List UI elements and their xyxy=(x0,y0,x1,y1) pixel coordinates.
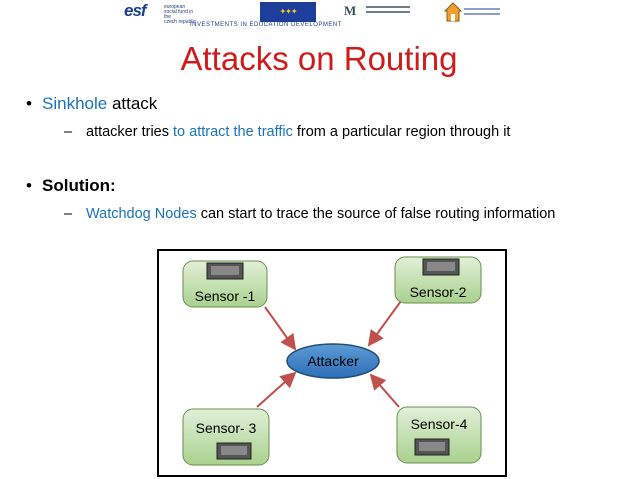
eu-stars-icon: ✦✦✦ xyxy=(276,3,300,21)
eu-flag-logo: ✦✦✦ xyxy=(260,2,316,22)
sub-bullet-solution-text: Watchdog Nodes can start to trace the so… xyxy=(64,204,584,225)
ministry-logo-mark: M xyxy=(344,3,356,19)
attacker-label: Attacker xyxy=(307,353,359,369)
bullet-solution-label: Solution: xyxy=(42,176,116,195)
sinkhole-diagram: Attacker Sensor -1 Sensor-2 Sensor- 3 xyxy=(157,249,507,477)
ministry-logo: M xyxy=(342,2,412,22)
logo-strip: esf european social fund in the czech re… xyxy=(120,0,506,30)
logo-tagline: INVESTMENTS IN EDUCATION DEVELOPMENT xyxy=(190,22,440,29)
sub-bullet-solution-after: can start to trace the source of false r… xyxy=(197,206,556,222)
slide-title: Attacks on Routing xyxy=(0,40,638,78)
sensor-label-4: Sensor-4 xyxy=(411,416,468,432)
sensor-node-1: Sensor -1 xyxy=(183,261,267,307)
bullet-sinkhole: •Sinkhole attack xyxy=(26,94,157,114)
sensor-label-2: Sensor-2 xyxy=(410,284,467,300)
esf-logo: esf european social fund in the czech re… xyxy=(124,2,194,22)
sub-bullet-sinkhole-text: attacker tries to attract the traffic fr… xyxy=(64,122,584,143)
bullet-solution: •Solution: xyxy=(26,176,116,196)
sub-bullet-solution-highlight: Watchdog Nodes xyxy=(86,206,197,222)
sub-bullet-sinkhole-highlight: to attract the traffic xyxy=(173,124,293,140)
esf-logo-word: esf xyxy=(124,1,146,21)
sensor-label-3: Sensor- 3 xyxy=(196,420,257,436)
sub-bullet-sinkhole: – attacker tries to attract the traffic … xyxy=(64,122,584,143)
sensor-node-4: Sensor-4 xyxy=(397,407,481,463)
bullet-sinkhole-rest: attack xyxy=(107,94,157,113)
sensor-label-1: Sensor -1 xyxy=(195,288,256,304)
op-education-logo xyxy=(442,2,502,22)
dash-icon: – xyxy=(64,122,72,143)
diagram-svg: Attacker Sensor -1 Sensor-2 Sensor- 3 xyxy=(157,249,507,477)
sub-bullet-sinkhole-after: from a particular region through it xyxy=(293,124,511,140)
sensor-node-3: Sensor- 3 xyxy=(183,409,269,465)
dash-icon: – xyxy=(64,204,72,225)
op-education-logo-lines xyxy=(464,8,500,18)
sub-bullet-sinkhole-before: attacker tries xyxy=(86,124,173,140)
sensor-node-2: Sensor-2 xyxy=(395,257,481,303)
bullet-dot-icon: • xyxy=(26,94,42,114)
ministry-logo-lines xyxy=(366,6,410,16)
house-icon xyxy=(444,2,462,22)
bullet-sinkhole-keyword: Sinkhole xyxy=(42,94,107,113)
sub-bullet-solution: – Watchdog Nodes can start to trace the … xyxy=(64,204,584,225)
bullet-dot-icon: • xyxy=(26,176,42,196)
